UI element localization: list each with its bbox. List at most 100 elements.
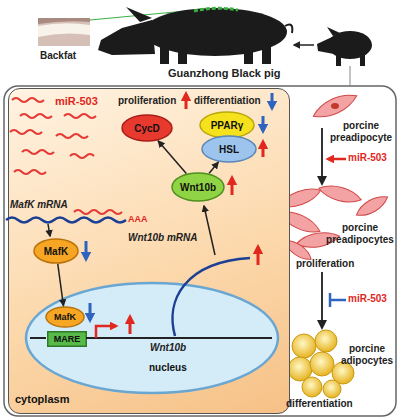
node-text: Wnt10b	[171, 172, 225, 202]
node-shape	[122, 115, 172, 141]
pig-tail	[285, 25, 292, 33]
mirna-strand	[12, 98, 44, 102]
text-label: porcine adipocytes	[338, 343, 396, 366]
pig-head	[98, 20, 155, 55]
adipocyte	[310, 352, 334, 376]
spindle-cell	[317, 182, 363, 206]
down-arrow	[271, 93, 274, 108]
text-label: differentiation	[286, 398, 353, 410]
leader-line	[350, 66, 351, 86]
text-label: differentiation	[194, 95, 261, 107]
promote-arrow	[328, 158, 346, 161]
connector-arrow	[158, 141, 186, 174]
spindle-cell	[353, 192, 390, 220]
pig-leg	[262, 44, 271, 64]
down-arrow	[85, 241, 88, 259]
process-arrow	[321, 272, 323, 328]
piglet-leg	[360, 54, 365, 66]
down-arrow	[89, 303, 92, 320]
node-shape	[26, 283, 278, 393]
inhibit-line	[330, 299, 346, 302]
preadipocyte-cluster	[277, 182, 391, 264]
connector-arrow	[58, 264, 64, 306]
node-shape	[48, 332, 87, 347]
spindle-cell	[310, 89, 360, 123]
mirna-strand	[20, 114, 52, 118]
node-shape	[172, 173, 224, 201]
mirna-strand	[70, 154, 94, 158]
protein-oval: CycD	[121, 114, 173, 142]
figure-frame	[4, 86, 396, 416]
node-shape	[200, 112, 254, 138]
up-arrow	[262, 142, 265, 157]
gene-line	[86, 337, 272, 339]
up-arrow	[257, 247, 260, 265]
protein-oval: HSL	[201, 135, 257, 163]
preadipocyte-cell	[310, 89, 360, 123]
pig-leg	[178, 46, 187, 64]
nucleus-ellipse: nucleus MafK MARE	[25, 282, 279, 394]
connector-arrow	[209, 162, 218, 173]
text-label: miR-503	[348, 152, 387, 164]
mirna-strand	[56, 134, 88, 138]
piglet-leg	[336, 54, 341, 66]
up-arrow	[231, 178, 234, 195]
gene-line	[30, 337, 46, 339]
protein-oval: MafK	[33, 238, 79, 264]
node-text: MARE	[47, 331, 87, 347]
up-arrow	[185, 94, 188, 109]
pig-leg	[160, 46, 169, 64]
text-label: AAA	[128, 214, 148, 224]
text-label: miR-503	[55, 95, 98, 108]
node-text: PPARγ	[199, 111, 255, 139]
growth-arrow	[294, 44, 314, 46]
mirna-strand	[22, 150, 54, 154]
text-label: miR-503	[348, 293, 387, 305]
inhibit-bar	[329, 293, 332, 307]
mirna-strand	[64, 114, 96, 118]
translation-arrow	[48, 224, 50, 236]
text-label: Wnt10b	[150, 342, 186, 354]
text-label: Guanzhong Black pig	[168, 67, 280, 80]
mrna-strand	[6, 218, 126, 223]
backfat-site	[194, 8, 238, 11]
node-text: MafK	[33, 238, 79, 264]
piglet-head	[317, 37, 334, 54]
pig-leg	[244, 46, 253, 64]
node-text: CycD	[121, 114, 173, 142]
node-text: cytoplasm	[15, 393, 69, 405]
process-arrow	[321, 128, 323, 184]
text-label: porcine preadipocytes	[324, 222, 396, 245]
text-label: Backfat	[40, 50, 76, 62]
node-shape	[46, 307, 84, 327]
backfat-skin	[38, 18, 90, 24]
bound-mirna	[74, 210, 122, 214]
adipocyte	[323, 380, 341, 398]
adipocyte	[292, 334, 316, 358]
adipocyte	[302, 377, 322, 397]
transcription-start	[96, 326, 116, 338]
translation-arrow	[204, 206, 215, 255]
text-label: proliferation	[296, 258, 354, 270]
cytoplasm-panel: cytoplasmCycDPPARγHSLWnt10bMafKnucleusMa…	[8, 88, 290, 414]
protein-oval: PPARγ	[199, 111, 255, 139]
text-label: proliferation	[118, 95, 176, 107]
node-text: nucleus	[149, 362, 187, 373]
cell-nucleus	[331, 103, 339, 109]
backfat-layer	[38, 23, 90, 37]
element-box: MARE	[47, 331, 87, 347]
text-label: porcine preadipocyte	[326, 120, 396, 143]
node-text: MafK	[45, 306, 85, 328]
mirna-group	[10, 98, 122, 214]
backfat-photo	[38, 18, 90, 46]
text-label: MafK mRNA	[10, 199, 68, 211]
pig-ear	[126, 7, 152, 22]
adipocyte-cluster	[288, 330, 354, 398]
protein-oval: Wnt10b	[171, 172, 225, 202]
piglet-ear	[327, 27, 340, 36]
adipocyte	[315, 330, 337, 352]
